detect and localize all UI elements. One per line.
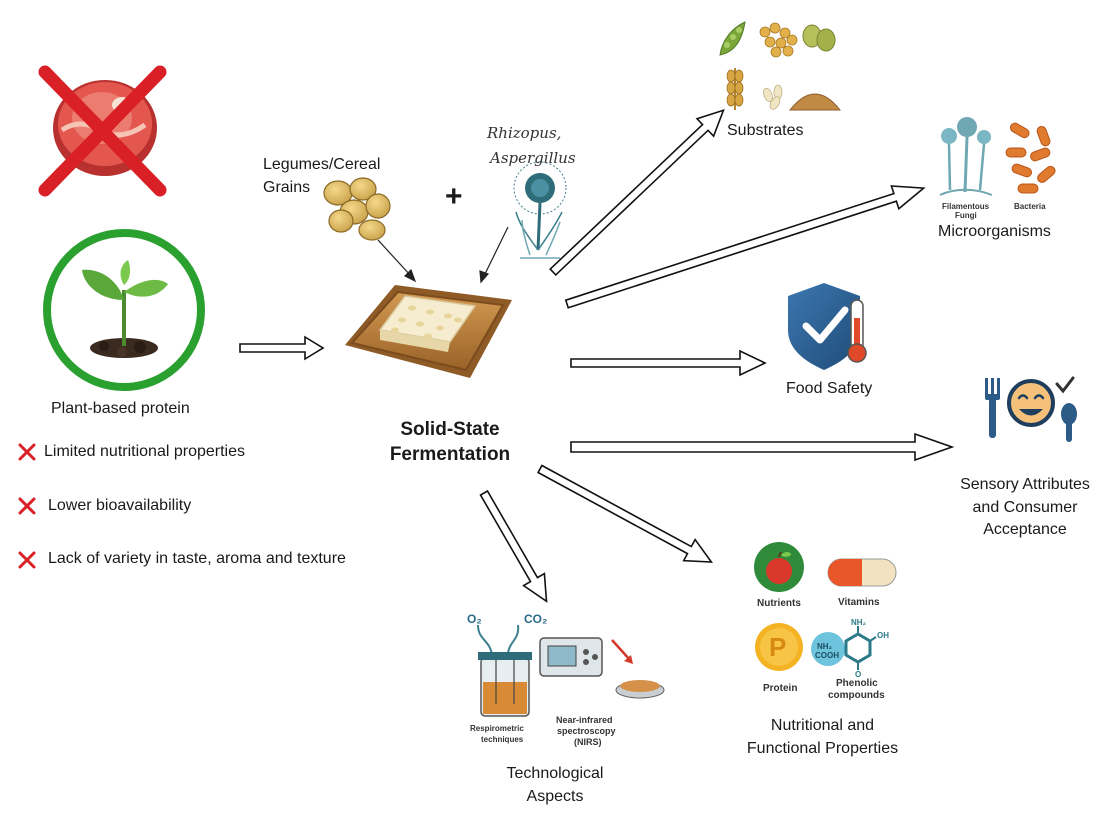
arrow-to-sensory	[570, 432, 955, 462]
phenolic-compound-icon	[811, 626, 877, 670]
bacteria-icon	[1005, 122, 1056, 194]
respirometer-icon	[477, 624, 532, 717]
plus-sign: +	[445, 180, 463, 213]
protein-caption: Protein	[763, 683, 798, 694]
arrow-plant-to-ssf	[239, 335, 325, 361]
cross-icon	[18, 497, 36, 515]
vitamin-capsule-icon	[827, 558, 897, 587]
ssf-title-line2: Fermentation	[389, 444, 511, 465]
nirs-caption-line3: (NIRS)	[574, 737, 602, 747]
nutrients-caption: Nutrients	[757, 598, 801, 609]
fungi-genus-line2: Aspergillus	[490, 149, 576, 167]
co2-label: CO₂	[524, 612, 548, 626]
filamentous-fungi-caption-2: Fungi	[955, 211, 977, 220]
limitation-3: Lack of variety in taste, aroma and text…	[48, 550, 346, 567]
nirs-caption-line2: spectroscopy	[557, 726, 616, 736]
respirometric-caption-line1: Respirometric	[470, 724, 524, 733]
bacteria-caption: Bacteria	[1014, 202, 1046, 211]
nh2-caption: NH₂	[851, 618, 867, 627]
plant-based-protein-label: Plant-based protein	[51, 400, 190, 417]
oh-caption: OH	[877, 631, 889, 640]
limitation-crosses	[18, 443, 36, 569]
ssf-title-line1: Solid-State	[400, 419, 500, 440]
legumes-label-line2: Grains	[263, 179, 311, 196]
meat-crossed-out-icon	[38, 65, 167, 197]
arrows-diagonal	[479, 108, 926, 603]
food-safety-shield-icon	[788, 283, 860, 370]
protein-icon	[755, 623, 803, 671]
nutritional-label-line1: Nutritional and	[770, 717, 875, 734]
sensory-label-line2: and Consumer	[972, 499, 1078, 516]
arrows	[239, 335, 955, 462]
arrow-to-food-safety	[570, 349, 767, 377]
soybean-icon	[323, 177, 391, 241]
cooh-caption: COOH	[815, 651, 839, 660]
microorganisms-label: Microorganisms	[938, 223, 1051, 240]
fork-icon	[985, 378, 1000, 438]
fungi-genus-line1: Rhizopus,	[487, 124, 562, 142]
spoon-icon	[1061, 403, 1077, 442]
vitamins-caption: Vitamins	[838, 597, 880, 608]
phenolic-caption-line1: Phenolic	[836, 678, 878, 689]
nutrients-apple-icon	[754, 542, 804, 592]
legumes-label-line1: Legumes/Cereal	[263, 156, 381, 173]
tech-label-line1: Technological	[506, 765, 604, 782]
nutritional-label-line2: Functional Properties	[746, 740, 899, 757]
o2-label: O₂	[467, 612, 482, 626]
tech-label-line2: Aspects	[526, 788, 584, 805]
filamentous-fungi-caption-1: Filamentous	[942, 202, 990, 211]
thermometer-icon	[847, 299, 867, 363]
substrates-label: Substrates	[727, 122, 804, 139]
limitation-2: Lower bioavailability	[48, 497, 192, 514]
sensory-label-line3: Acceptance	[983, 521, 1067, 538]
nirs-device-icon	[539, 637, 665, 699]
arrow-to-nutritional	[537, 464, 713, 563]
cross-icon	[18, 551, 36, 569]
arrow-to-microorganisms	[564, 185, 926, 309]
fungus-icon	[513, 161, 567, 259]
o-caption: O	[855, 670, 862, 679]
thin-arrows	[377, 226, 509, 284]
sensory-label-line1: Sensory Attributes	[960, 476, 1090, 493]
checkmark-icon	[1055, 376, 1075, 394]
sprout-icon	[43, 229, 205, 391]
protein-letter: P	[769, 632, 787, 662]
tempeh-tray-icon	[345, 285, 512, 378]
smiley-face-icon	[1007, 379, 1055, 427]
arrow-to-technological	[479, 489, 548, 603]
cross-icon	[18, 443, 36, 461]
phenolic-caption-line2: compounds	[828, 690, 885, 701]
arrow-to-substrates	[549, 108, 725, 277]
limitation-1: Limited nutritional properties	[44, 443, 245, 460]
filamentous-fungi-icon	[939, 117, 993, 196]
cooh-nh2-caption: NH₂	[817, 642, 833, 651]
respirometric-caption-line2: techniques	[481, 735, 524, 744]
substrates-icon	[719, 21, 842, 111]
food-safety-label: Food Safety	[786, 380, 873, 397]
nirs-caption-line1: Near-infrared	[556, 715, 613, 725]
